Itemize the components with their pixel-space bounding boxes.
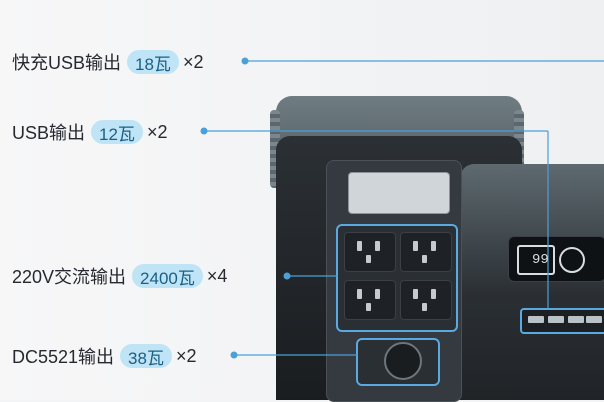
callout-dc: DC5521输出 38瓦 ×2 (12, 342, 197, 370)
count-label: ×4 (206, 265, 228, 286)
callout-usb: USB输出 12瓦 ×2 (12, 118, 167, 146)
callout-label: USB输出 (12, 123, 86, 143)
leader-dot-fast-usb (241, 57, 249, 65)
wattage-badge: 2400瓦 (132, 264, 203, 288)
leader-dot-ac (283, 272, 291, 280)
callout-label: DC5521输出 (12, 347, 115, 367)
callout-label: 220V交流输出 (12, 267, 127, 287)
leader-dot-usb (200, 127, 208, 135)
wattage-badge: 18瓦 (127, 50, 179, 74)
screen-digits: 99 (532, 252, 549, 268)
usb-port-strip (520, 308, 604, 334)
wattage-badge: 12瓦 (91, 120, 143, 144)
leader-dot-dc (230, 351, 238, 359)
callout-label: 快充USB输出 (12, 53, 122, 73)
display-screen (508, 236, 604, 282)
count-label: ×2 (146, 121, 168, 142)
wattage-badge: 38瓦 (120, 344, 172, 368)
callout-ac: 220V交流输出 2400瓦 ×4 (12, 262, 227, 290)
power-station-grip-left (270, 110, 280, 188)
dc-knob (384, 342, 422, 380)
input-panel (348, 172, 450, 214)
callout-fast-usb: 快充USB输出 18瓦 ×2 (12, 48, 203, 76)
second-power-station (460, 164, 604, 400)
count-label: ×2 (182, 51, 204, 72)
ac-outlet-block (336, 224, 458, 332)
count-label: ×2 (175, 345, 197, 366)
